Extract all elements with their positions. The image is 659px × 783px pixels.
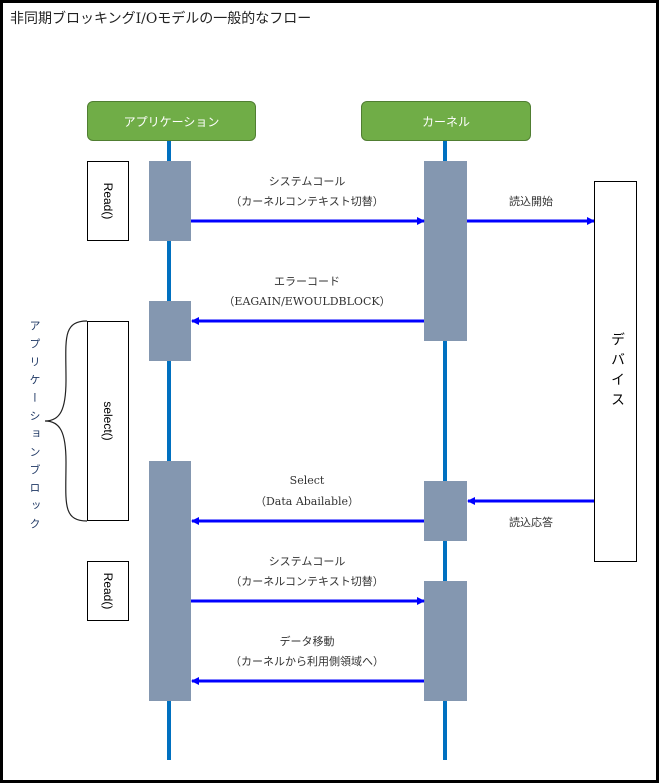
kernel-activation — [424, 481, 467, 541]
kernel-activation — [424, 161, 467, 341]
actor-kernel: カーネル — [361, 101, 531, 141]
msg-error-line1: エラーコード — [274, 275, 340, 288]
kernel-activation — [424, 581, 467, 701]
msg-syscall1-line1: システムコール — [268, 175, 346, 188]
actor-application: アプリケーション — [87, 101, 256, 141]
diagram-title: 非同期ブロッキングI/Oモデルの一般的なフロー — [10, 11, 312, 27]
device-label: デバイス — [609, 332, 625, 412]
msg-read-response: 読込応答 — [509, 516, 553, 529]
msg-select-line2: （Data Abailable） — [254, 495, 360, 508]
msg-error-line2: （EAGAIN/EWOULDBLOCK） — [223, 295, 391, 308]
actor-kernel-label: カーネル — [421, 114, 470, 129]
select-label: select() — [101, 401, 115, 441]
read-box: Read() — [87, 161, 129, 241]
brace — [44, 320, 88, 522]
msg-syscall1-line2: （カーネルコンテキスト切替） — [230, 195, 384, 208]
read-label: Read() — [101, 572, 115, 610]
app-activation — [149, 461, 191, 701]
msg-syscall2-line2: （カーネルコンテキスト切替） — [230, 575, 384, 588]
device-box: デバイス — [594, 181, 637, 562]
msg-select-line1: Select — [289, 474, 325, 487]
select-box: select() — [87, 321, 129, 521]
app-activation — [149, 161, 191, 241]
actor-application-label: アプリケーション — [123, 114, 220, 129]
application-block-label: アプリケーションブロック — [28, 320, 41, 536]
msg-read-start: 読込開始 — [509, 195, 553, 208]
read-box: Read() — [87, 561, 129, 621]
msg-data-move-line2: （カーネルから利用側領域へ） — [230, 655, 384, 668]
msg-data-move-line1: データ移動 — [279, 635, 335, 648]
app-activation — [149, 301, 191, 361]
msg-syscall2-line1: システムコール — [268, 555, 346, 568]
read-label: Read() — [101, 182, 115, 220]
